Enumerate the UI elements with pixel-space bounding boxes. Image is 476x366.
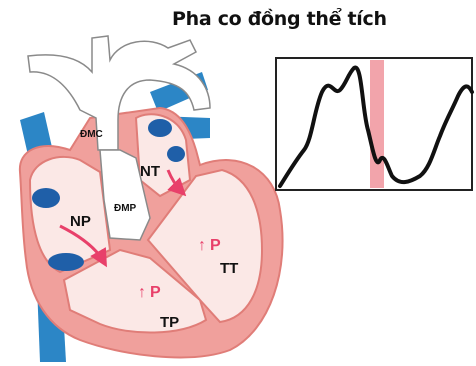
isovolumetric-band	[370, 60, 384, 188]
